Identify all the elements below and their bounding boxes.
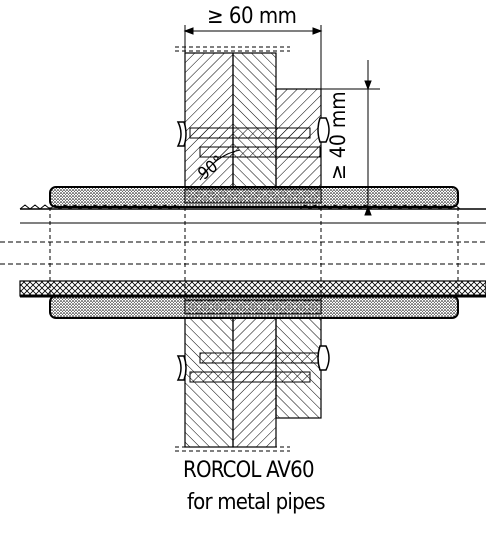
- screw-lower: [176, 345, 330, 383]
- product-subtitle: for metal pipes: [187, 490, 326, 515]
- screw-upper: [176, 117, 330, 158]
- metal-pipe: [0, 204, 486, 298]
- product-name: RORCOL AV60: [183, 458, 315, 483]
- angle-arc: [199, 149, 241, 181]
- depth-dimension-label: ≥ 40 mm: [326, 91, 350, 180]
- section-lines: [49, 200, 459, 305]
- width-dimension-label: ≥ 60 mm: [207, 4, 297, 29]
- wall-extent-lines: [175, 46, 290, 452]
- width-dimension: [183, 25, 323, 89]
- depth-dimension: [276, 60, 380, 216]
